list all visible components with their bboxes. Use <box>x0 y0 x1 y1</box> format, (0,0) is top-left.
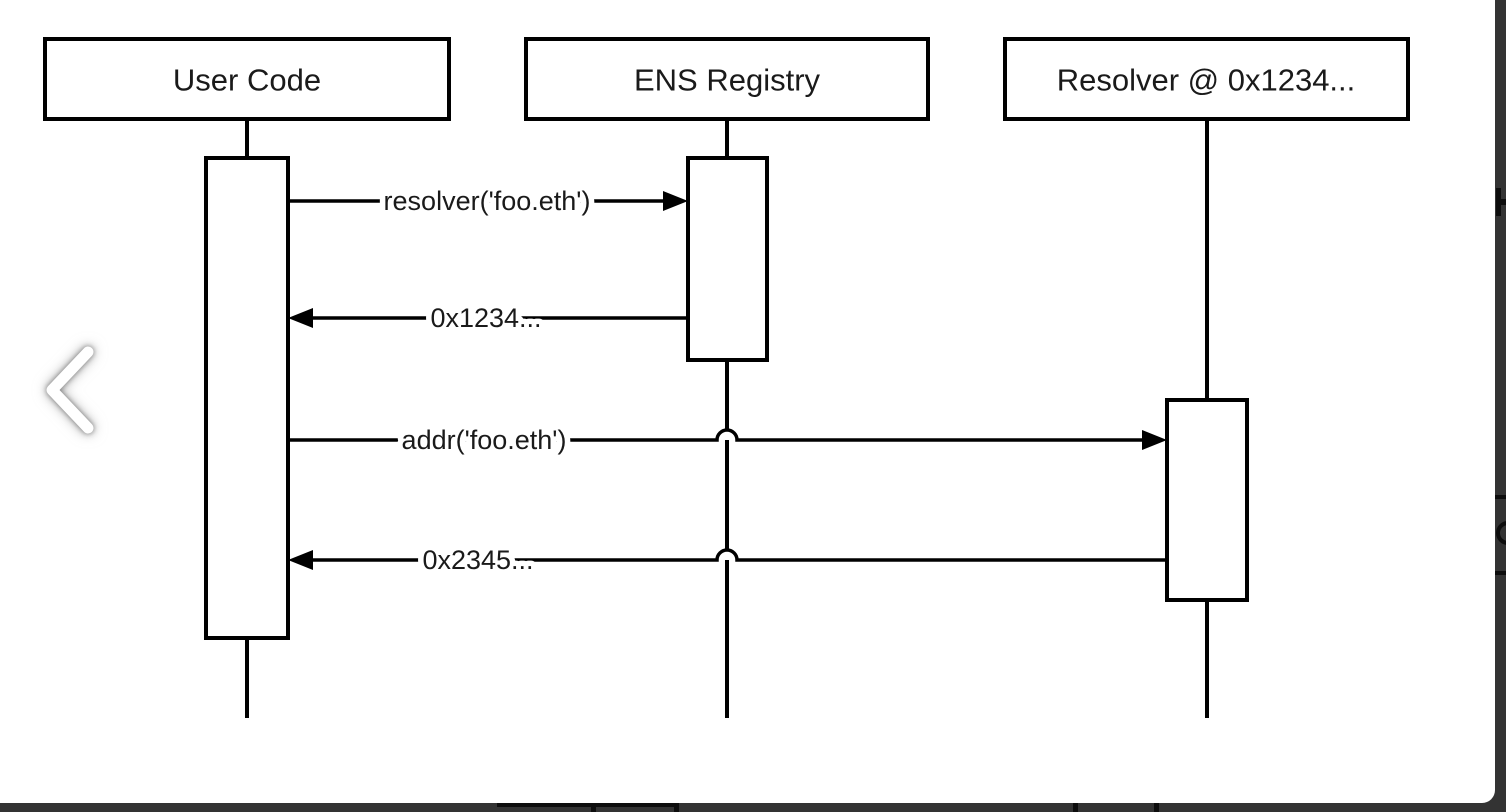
chevron-left-icon <box>46 346 94 434</box>
arrowhead-right-icon <box>1142 430 1167 450</box>
background-artifact <box>1495 495 1506 499</box>
actor-label-ens-registry: ENS Registry <box>634 63 821 98</box>
background-artifact <box>497 803 677 807</box>
background-artifact <box>1501 199 1506 205</box>
background-artifact <box>674 803 679 812</box>
message-label: addr('foo.eth') <box>402 425 567 455</box>
arrowhead-left-icon <box>288 550 313 570</box>
message-label: resolver('foo.eth') <box>384 186 591 216</box>
backdrop-bottom-strip <box>0 803 1495 812</box>
background-artifact <box>1496 188 1501 216</box>
background-artifact <box>1154 803 1159 812</box>
background-artifact <box>1073 803 1078 812</box>
activation-resolver <box>1165 398 1249 602</box>
actor-label-resolver: Resolver @ 0x1234... <box>1057 63 1356 98</box>
activation-user-code <box>204 156 290 640</box>
actor-box-resolver <box>1003 37 1410 121</box>
backdrop-right-strip <box>1495 0 1506 812</box>
actor-box-ens-registry <box>524 37 930 121</box>
message-label: 0x2345... <box>422 545 533 575</box>
arrowhead-right-icon <box>663 191 688 211</box>
activation-ens-registry <box>686 156 769 362</box>
background-artifact <box>1496 521 1506 545</box>
prev-image-button[interactable] <box>36 338 100 442</box>
actor-box-user-code <box>43 37 451 121</box>
background-artifact <box>591 803 596 812</box>
actor-label-user-code: User Code <box>173 63 321 98</box>
message-label: 0x1234... <box>430 303 541 333</box>
message-line-addr-return <box>311 548 1167 562</box>
background-artifact <box>1495 571 1506 575</box>
arrowhead-left-icon <box>288 308 313 328</box>
message-line-addr-call <box>288 428 1144 442</box>
